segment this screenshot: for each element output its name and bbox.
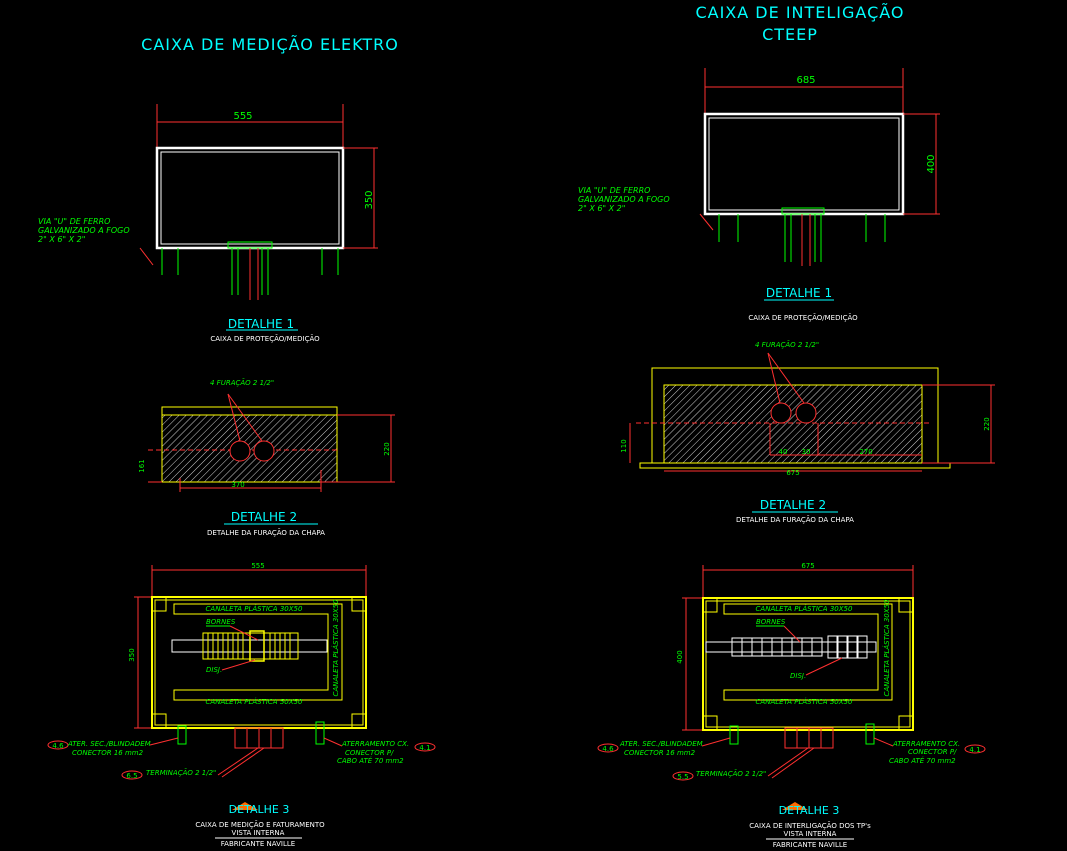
right-d1-label: DETALHE 1	[766, 286, 832, 300]
left-d3-ground-r1: ATERRAMENTO CX.	[341, 740, 409, 748]
left-d3-ground-tag: 4.6	[52, 742, 64, 750]
left-d3-term-tag: 6.5	[126, 772, 137, 780]
right-d3-ground-r1: ATERRAMENTO CX.	[892, 740, 960, 748]
right-d2-dim-bottom: 675	[786, 469, 799, 477]
right-d3-caption-1: CAIXA DE INTERLIGAÇÃO DOS TP's	[749, 821, 871, 830]
left-d2-label: DETALHE 2	[231, 510, 297, 524]
right-title-1: CAIXA DE INTELIGAÇÃO	[695, 3, 904, 22]
right-d2-dim-a: 40	[779, 448, 788, 456]
right-d2-dim-b: 30	[802, 448, 811, 456]
right-d3-ground-l2: CONECTOR 16 mm2	[624, 749, 696, 757]
right-d3-bornes: BORNES	[756, 618, 786, 626]
right-d3-term: TERMINAÇÃO 2 1/2"	[696, 769, 766, 778]
left-d2-caption: DETALHE DA FURAÇÃO DA CHAPA	[207, 528, 325, 537]
left-d3-height: 350	[128, 648, 136, 661]
left-d1-note-1: VIA "U" DE FERRO	[38, 217, 110, 226]
left-d2-dim-left: 161	[138, 459, 146, 472]
left-d2-holes: 4 FURAÇÃO 2 1/2"	[210, 378, 274, 387]
right-d3-ground-l1: ATER. SEC./BLINDADEM	[619, 740, 703, 748]
right-title-2: CTEEP	[762, 25, 818, 44]
left-d2-dim-bottom: 370	[231, 481, 244, 489]
right-d1-note-1: VIA "U" DE FERRO	[578, 186, 650, 195]
right-d1-height: 400	[926, 154, 937, 173]
right-d1-note-2: GALVANIZADO A FOGO	[578, 195, 670, 204]
right-d3-caption-2: VISTA INTERNA	[784, 830, 837, 838]
left-d1-label: DETALHE 1	[228, 317, 294, 331]
right-d3-term-tag: 5.5	[677, 773, 688, 781]
left-d1-caption: CAIXA DE PROTEÇÃO/MEDIÇÃO	[210, 334, 320, 343]
right-d3-disj: DISJ.	[790, 672, 806, 680]
left-detail-1: 555 350 VIA "U" DE FERRO GALVANIZADO A F…	[38, 104, 378, 343]
left-d3-term: TERMINAÇÃO 2 1/2"	[146, 768, 216, 777]
right-d1-note-3: 2" X 6" X 2"	[578, 204, 625, 213]
right-d2-label: DETALHE 2	[760, 498, 826, 512]
left-detail-2: 4 FURAÇÃO 2 1/2" 161 220 370 DETALHE 2 D…	[138, 378, 395, 537]
left-d3-duct-side: CANALETA PLÁSTICA 30X50	[331, 599, 340, 696]
right-detail-3: 675 400 CANALETA PLÁSTICA 30X50 CANALETA…	[597, 562, 986, 849]
right-d3-duct-top: CANALETA PLÁSTICA 30X50	[756, 604, 853, 613]
left-d3-ground-rtag: 4.1	[419, 744, 430, 752]
right-d3-ground-tag: 4.6	[602, 745, 614, 753]
right-d3-duct-side: CANALETA PLÁSTICA 30X50	[882, 599, 891, 696]
left-d3-ground-r2: CONECTOR P/	[345, 749, 394, 757]
right-d3-ground-r2: CONECTOR P/	[908, 748, 957, 756]
right-detail-2: 4 FURAÇÃO 2 1/2" 110 220 40 30 270 675 D…	[620, 340, 995, 524]
left-d3-label: DETALHE 3	[229, 803, 290, 816]
left-detail-3: 555 350 CANALETA PLÁSTICA 30X50 CANALETA…	[47, 562, 436, 848]
left-d3-caption-1: CAIXA DE MEDIÇÃO E FATURAMENTO	[195, 820, 325, 829]
right-d3-ground-r3: CABO ATÉ 70 mm2	[889, 756, 956, 765]
left-d3-width: 555	[251, 562, 264, 570]
right-d2-caption: DETALHE DA FURAÇÃO DA CHAPA	[736, 515, 854, 524]
right-d2-dim-left: 110	[620, 439, 628, 452]
right-d2-dim-right: 220	[983, 417, 991, 430]
right-d3-label: DETALHE 3	[779, 804, 840, 817]
right-d1-caption: CAIXA DE PROTEÇÃO/MEDIÇÃO	[748, 313, 858, 322]
left-d3-disj: DISJ.	[206, 666, 222, 674]
right-d3-caption-3: FABRICANTE NAVILLE	[773, 841, 847, 849]
right-d2-dim-c: 270	[859, 448, 872, 456]
left-title: CAIXA DE MEDIÇÃO ELEKTRO	[141, 35, 399, 54]
right-d2-holes: 4 FURAÇÃO 2 1/2"	[755, 340, 819, 349]
right-d3-ground-rtag: 4.1	[969, 746, 980, 754]
left-d3-caption-3: FABRICANTE NAVILLE	[221, 840, 295, 848]
left-d3-caption-2: VISTA INTERNA	[232, 829, 285, 837]
right-d1-width: 685	[796, 75, 815, 86]
right-d3-height: 400	[676, 650, 684, 663]
left-d1-width: 555	[233, 111, 252, 122]
left-d3-duct-top: CANALETA PLÁSTICA 30X50	[206, 604, 303, 613]
left-d1-height: 350	[364, 190, 375, 209]
left-d3-ground-r3: CABO ATÉ 70 mm2	[337, 756, 404, 765]
right-d3-width: 675	[801, 562, 814, 570]
left-d3-ground-l2: CONECTOR 16 mm2	[72, 749, 144, 757]
left-d1-note-2: GALVANIZADO A FOGO	[38, 226, 130, 235]
right-d3-duct-bottom: CANALETA PLÁSTICA 50X50	[756, 697, 853, 706]
left-d3-ground-l1: ATER. SEC./BLINDADEM	[67, 740, 151, 748]
left-d2-dim-right: 220	[383, 442, 391, 455]
left-d1-note-3: 2" X 6" X 2"	[38, 235, 85, 244]
left-d3-duct-bottom: CANALETA PLÁSTICA 50X50	[206, 697, 303, 706]
right-detail-1: 685 400 VIA "U" DE FERRO GALVANIZADO A F…	[578, 68, 940, 322]
left-d3-bornes: BORNES	[206, 618, 236, 626]
